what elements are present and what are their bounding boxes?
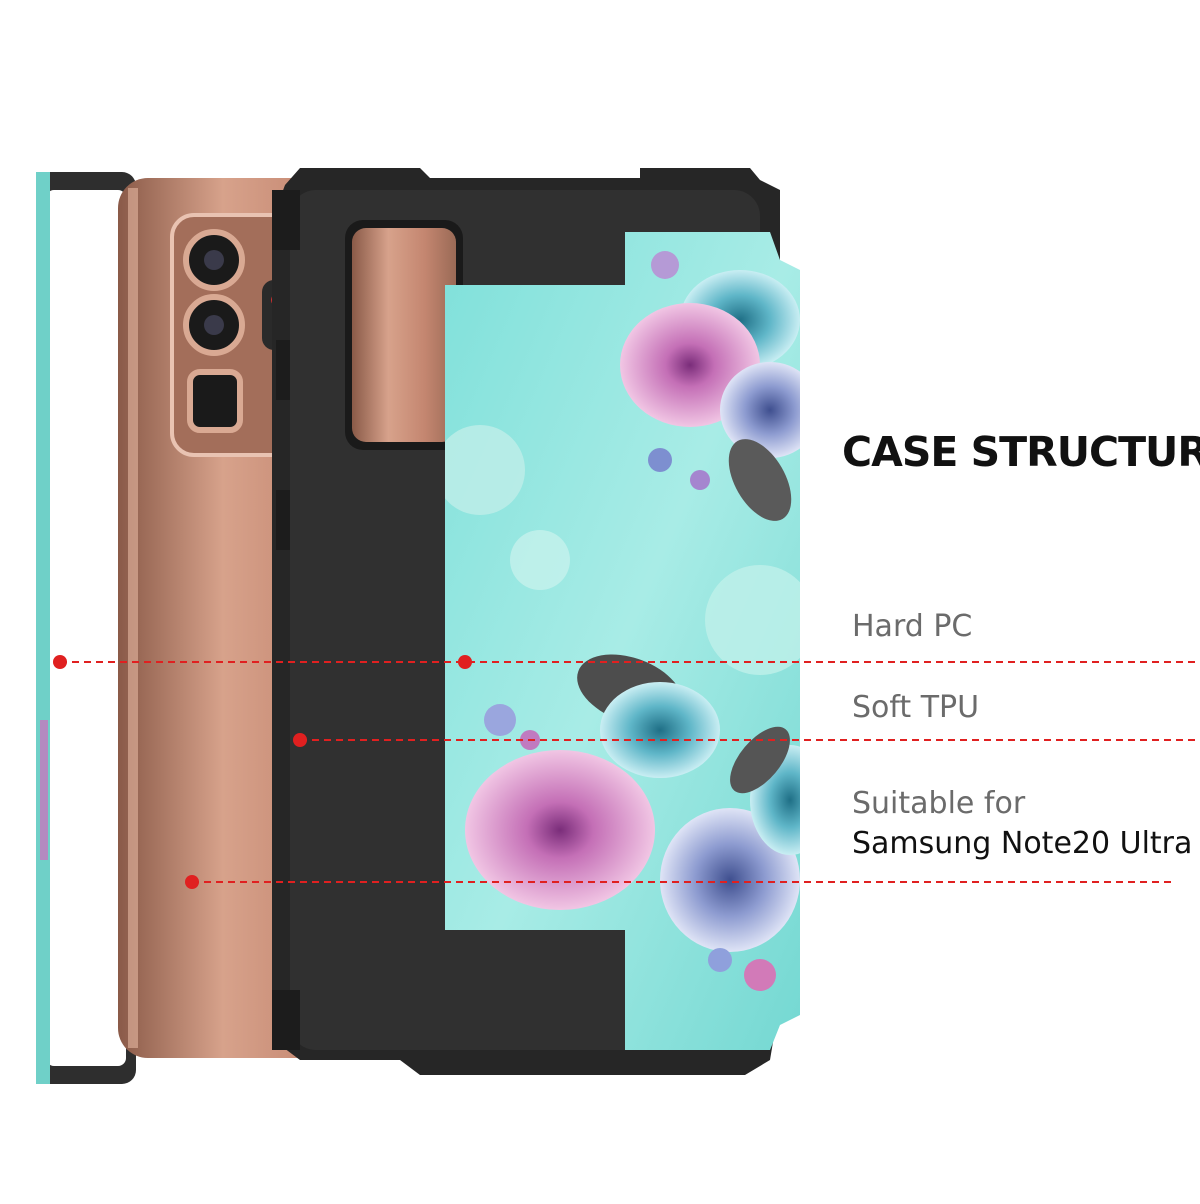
phone-model-label: Samsung Note20 Ultra	[852, 826, 1193, 861]
callout-dot	[53, 655, 67, 669]
pc-shell	[445, 232, 800, 1050]
soft-tpu-label: Soft TPU	[852, 690, 980, 725]
flower-icon	[660, 808, 800, 952]
flower-icon	[720, 362, 800, 458]
suitable-for-label: Suitable for	[852, 786, 1026, 821]
flower-icon	[600, 682, 720, 778]
outer-frame-piece	[36, 172, 136, 1084]
flower-icon	[465, 750, 655, 910]
hard-pc-label: Hard PC	[852, 609, 973, 644]
callout-dot	[185, 875, 199, 889]
callout-dot	[458, 655, 472, 669]
floral-pattern	[445, 251, 800, 991]
callout-lines	[53, 655, 1200, 889]
periscope-lens-icon	[187, 369, 243, 433]
callout-dot	[293, 733, 307, 747]
case-structure-heading: CASE STRUCTURE	[842, 428, 1200, 476]
